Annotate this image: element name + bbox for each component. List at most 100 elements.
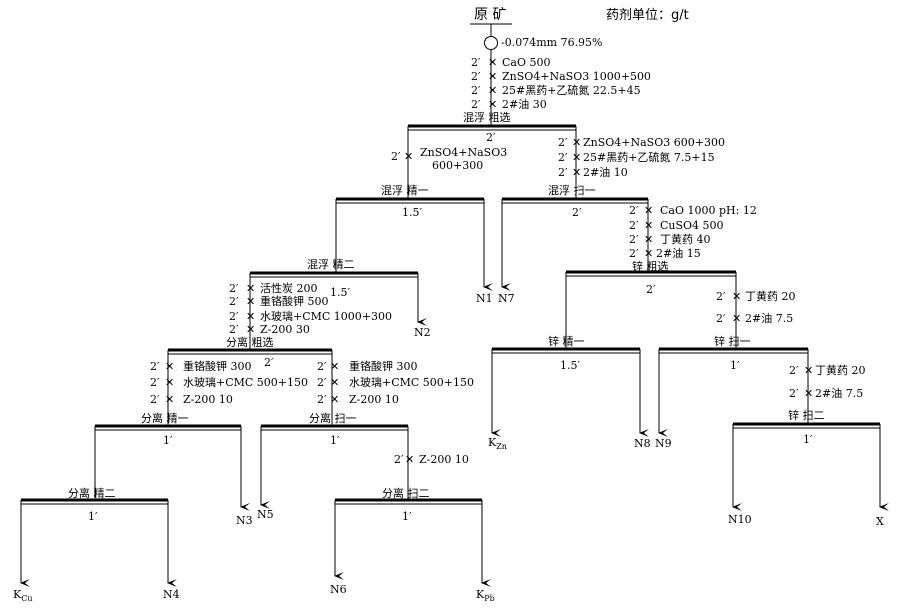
product-N3: N3 [236,514,253,527]
svg-text:2′: 2′ [317,360,327,373]
svg-text:✕: ✕ [246,323,255,336]
product-N7: N7 [498,292,515,305]
op-sep-rough-label: 分离 粗选 [226,335,274,349]
svg-text:2′: 2′ [558,166,568,179]
op-sep-rough-time: 2′ [264,356,274,369]
svg-text:2′: 2′ [789,364,799,377]
op-sep-scav2-time: 1′ [402,510,412,523]
svg-text:✕: ✕ [405,453,414,466]
op-mix-rough-time: 2′ [486,131,496,144]
svg-text:2′: 2′ [229,282,239,295]
svg-text:重铬酸钾 500: 重铬酸钾 500 [260,294,329,308]
svg-text:Z-200 30: Z-200 30 [260,323,310,336]
svg-text:ZnSO4+NaSO3 600+300: ZnSO4+NaSO3 600+300 [583,136,725,149]
svg-text:2′: 2′ [229,295,239,308]
svg-text:丁黄药 20: 丁黄药 20 [815,363,866,377]
op-zn-clean1-time: 1.5′ [560,359,580,372]
product-X: X [876,515,884,528]
product-N5: N5 [257,508,274,521]
reagent-group-mix-clean1: 2′ ✕ ZnSO4+NaSO3 600+300 [391,146,507,172]
svg-text:CaO 1000 pH: 12: CaO 1000 pH: 12 [660,204,757,217]
svg-text:2#油 7.5: 2#油 7.5 [815,386,863,400]
svg-text:2#油 10: 2#油 10 [583,165,628,179]
svg-text:Z-200 10: Z-200 10 [419,453,469,466]
reagent-group-sep-scav2: 2′ ✕ Z-200 10 [394,453,469,466]
svg-text:✕: ✕ [165,376,174,389]
reagent-time: 2′ [471,84,481,97]
product-KPb: KPb [476,588,495,603]
svg-text:2′: 2′ [789,387,799,400]
svg-text:2#油 7.5: 2#油 7.5 [745,311,793,325]
op-zn-scav1-time: 1′ [730,359,740,372]
svg-text:✕: ✕ [246,310,255,323]
svg-text:丁黄药 20: 丁黄药 20 [745,289,796,303]
reagent-mark: ✕ [488,84,497,97]
reagent-group-zn-rough: 2′ ✕ CaO 1000 pH: 12 2′ ✕ CuSO4 500 2′ ✕… [629,204,757,260]
svg-text:水玻璃+CMC 1000+300: 水玻璃+CMC 1000+300 [260,309,392,323]
reagent-label: CaO 500 [502,56,551,69]
reagent-label: ZnSO4+NaSO3 1000+500 [502,70,651,83]
op-mix-clean1-time: 1.5′ [402,206,422,219]
svg-text:✕: ✕ [246,282,255,295]
op-zn-scav2-label: 锌 扫二 [788,408,825,422]
svg-text:2′: 2′ [629,219,639,232]
op-sep-scav2-label: 分离 扫二 [382,486,430,500]
svg-text:2′: 2′ [229,310,239,323]
svg-text:✕: ✕ [804,387,813,400]
svg-text:✕: ✕ [644,233,653,246]
svg-text:2′: 2′ [317,376,327,389]
svg-text:✕: ✕ [732,290,741,303]
svg-text:2′: 2′ [558,136,568,149]
svg-text:2′: 2′ [150,393,160,406]
product-N2: N2 [414,326,431,339]
svg-text:2′: 2′ [629,204,639,217]
product-N6: N6 [330,583,347,596]
op-sep-clean2-time: 1′ [88,510,98,523]
reagent-mark: ✕ [488,56,497,69]
svg-text:✕: ✕ [165,360,174,373]
op-mix-rough-label: 混浮 粗选 [463,111,511,124]
svg-text:水玻璃+CMC 500+150: 水玻璃+CMC 500+150 [183,375,308,389]
op-sep-scav1-label: 分离 扫一 [309,411,357,425]
reagent-mark: ✕ [488,98,497,111]
svg-text:活性炭 200: 活性炭 200 [260,281,318,295]
svg-text:✕: ✕ [572,166,581,179]
svg-text:✕: ✕ [330,360,339,373]
reagent-time: 2′ [471,98,481,111]
svg-text:2′: 2′ [317,393,327,406]
svg-text:2#油 15: 2#油 15 [656,246,701,260]
grinding-circle [484,36,498,50]
op-mix-scav-label: 混浮 扫一 [548,184,596,197]
product-KCu: KCu [13,588,33,603]
svg-text:✕: ✕ [732,312,741,325]
reagent-time: 2′ [471,70,481,83]
svg-text:✕: ✕ [572,136,581,149]
svg-text:25#黑药+乙硫氮 7.5+15: 25#黑药+乙硫氮 7.5+15 [583,150,715,164]
op-zn-rough-label: 锌 粗选 [632,259,669,273]
grind-size-note: -0.074mm 76.95% [501,36,603,49]
op-zn-scav1-label: 锌 扫一 [714,334,751,348]
svg-text:2′: 2′ [629,247,639,260]
svg-text:Z-200 10: Z-200 10 [183,393,233,406]
op-zn-rough-time: 2′ [646,283,656,296]
svg-text:✕: ✕ [804,364,813,377]
reagent-group-zn-scav2: 2′ ✕ 丁黄药 20 2′ ✕ 2#油 7.5 [789,363,866,400]
reagent-group-grind: 2′ ✕ CaO 500 2′ ✕ ZnSO4+NaSO3 1000+500 2… [471,56,651,111]
reagent-time: 2′ [471,56,481,69]
product-N10: N10 [728,513,752,526]
svg-text:2′: 2′ [150,376,160,389]
svg-text:✕: ✕ [165,393,174,406]
product-N8: N8 [634,437,651,450]
svg-text:✕: ✕ [644,247,653,260]
svg-text:✕: ✕ [330,393,339,406]
svg-text:2′: 2′ [716,290,726,303]
product-N4: N4 [163,588,180,601]
reagent-unit-note: 药剂单位：g/t [606,8,689,23]
op-mix-clean1-label: 混浮 精一 [381,184,429,197]
product-KZn: KZn [488,436,507,451]
op-mix-clean2-time: 1.5′ [330,286,350,299]
svg-text:CuSO4 500: CuSO4 500 [660,219,724,232]
svg-text:ZnSO4+NaSO3: ZnSO4+NaSO3 [420,146,507,159]
reagent-mark: ✕ [488,70,497,83]
